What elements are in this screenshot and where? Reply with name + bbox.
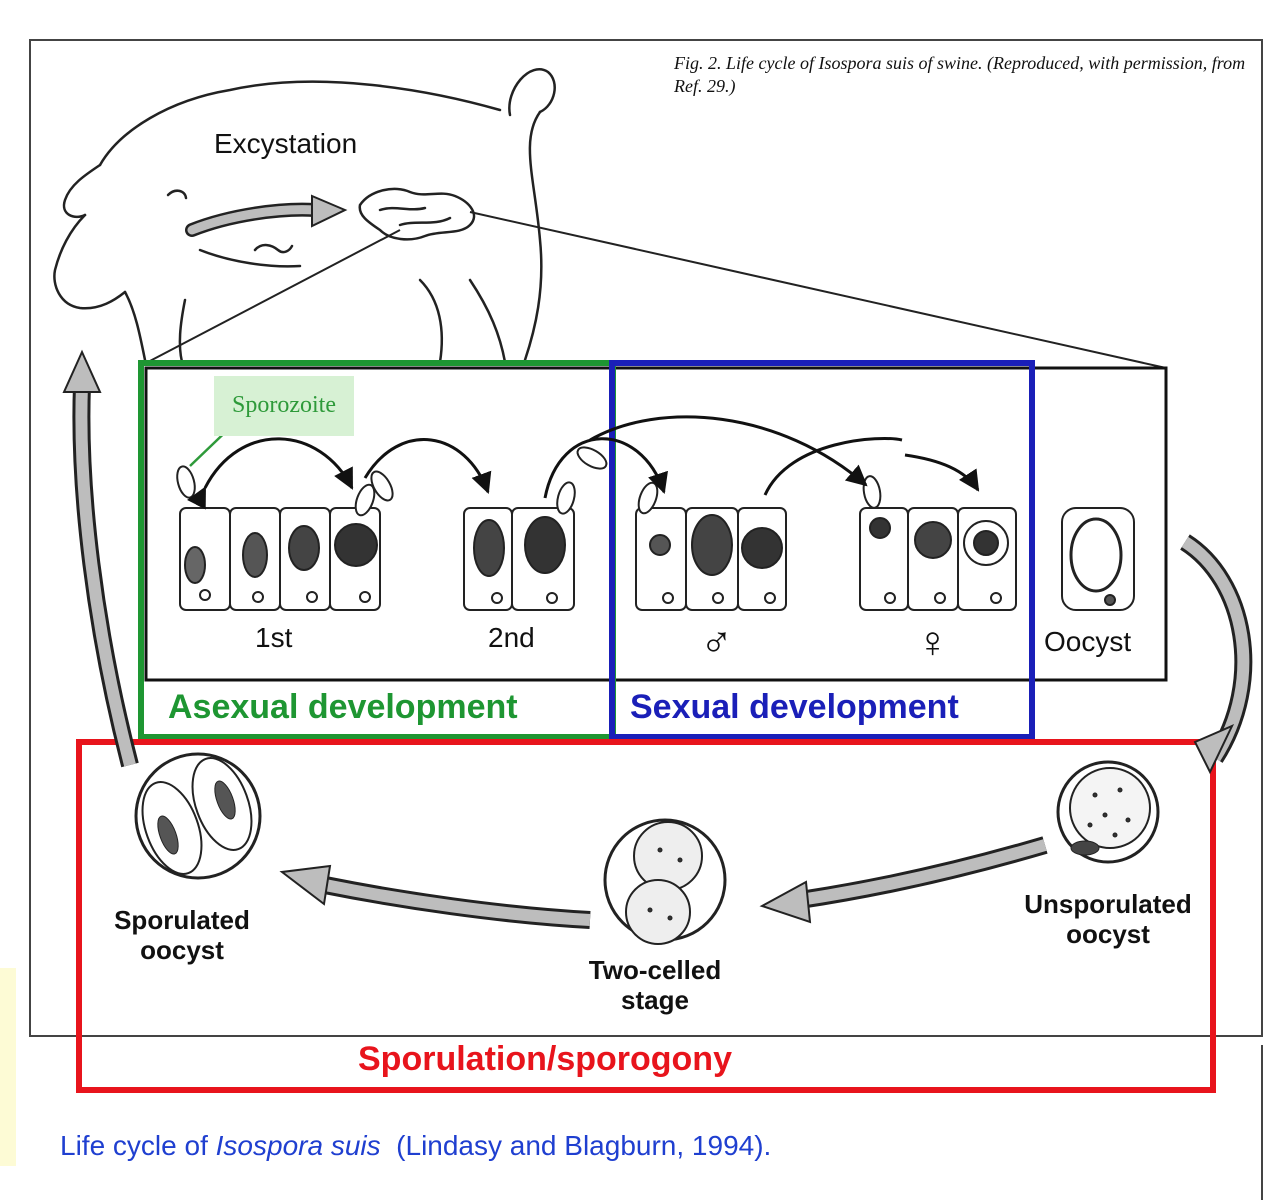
figure-caption: Fig. 2. Life cycle of Isospora suis of s… [674, 53, 1246, 96]
unsporulated-oocyst-drawing [1056, 760, 1160, 864]
sexual-region-box [609, 360, 1035, 740]
sporulated-oocyst-drawing [134, 752, 262, 880]
cell-group-second [463, 507, 575, 611]
bottom-caption: Life cycle of Isospora suis (Lindasy and… [60, 1130, 771, 1162]
zoom-line-right [469, 211, 1167, 369]
sporulated-line1: Sporulated [114, 905, 250, 935]
cell-group-male [635, 507, 787, 611]
sporulation-region-box [76, 739, 1216, 1093]
two-celled-line2: stage [621, 984, 689, 1015]
cell-group-first [179, 507, 381, 611]
development-arrows [187, 415, 980, 510]
caption-prefix: Life cycle of [60, 1130, 216, 1161]
two-celled-line1: Two-celled [588, 955, 722, 985]
intestinal-panel [144, 366, 1168, 682]
caption-suffix: (Lindasy and Blagburn, 1994). [380, 1130, 772, 1161]
zoom-line-left [147, 229, 401, 363]
sporulation-title: Sporulation/sporogony [358, 1040, 732, 1078]
cycle-arrows [62, 349, 1253, 929]
label-sporozoite: Sporozoite [214, 376, 354, 436]
sporozoites [176, 446, 882, 517]
excystation-arrow [185, 194, 348, 237]
cell-group-female [859, 507, 1017, 611]
label-oocyst: Oocyst [1044, 626, 1132, 657]
label-excystation: Excystation [214, 128, 358, 159]
pig-illustration [53, 68, 556, 364]
label-second-generation: 2nd [488, 622, 535, 653]
label-two-celled-stage: Two-celled stage [570, 955, 740, 1016]
figure-frame [29, 39, 1263, 1037]
oocyst-in-panel [1061, 507, 1135, 611]
label-first-generation: 1st [255, 622, 293, 653]
sporulated-line2: oocyst [140, 934, 224, 965]
label-unsporulated-oocyst: Unsporulated oocyst [1010, 889, 1206, 950]
label-male-symbol: ♂ [700, 618, 733, 667]
sexual-development-title: Sexual development [630, 688, 959, 726]
unsporulated-line1: Unsporulated [1024, 889, 1192, 919]
asexual-development-title: Asexual development [168, 688, 518, 726]
yellow-margin-strip [0, 968, 16, 1166]
caption-species: Isospora suis [215, 1130, 381, 1161]
two-celled-oocyst-drawing [603, 818, 727, 945]
unsporulated-line2: oocyst [1066, 918, 1150, 949]
label-female-symbol: ♀ [916, 618, 949, 667]
label-sporulated-oocyst: Sporulated oocyst [96, 905, 268, 966]
